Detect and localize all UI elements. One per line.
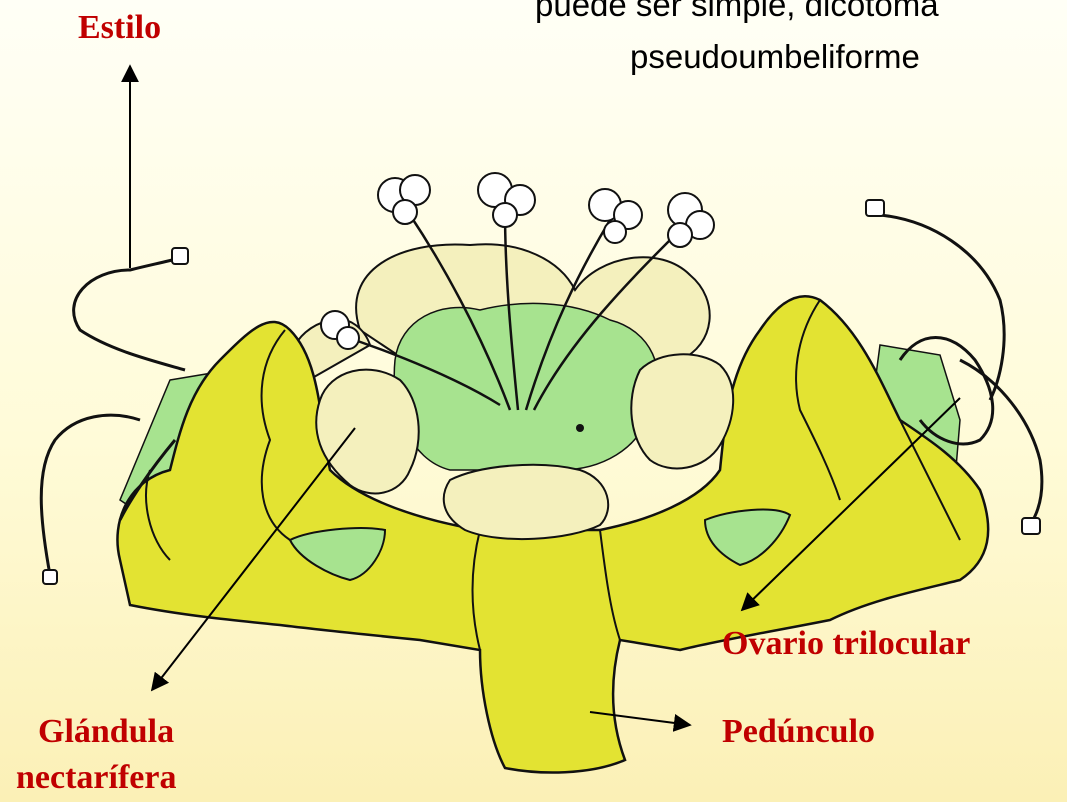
label-pedunculo: Pedúnculo	[722, 712, 875, 752]
label-glandula-line1: Glándula	[38, 712, 174, 752]
label-ovario: Ovario trilocular	[722, 624, 970, 664]
label-glandula-line2: nectarífera	[16, 758, 176, 798]
label-estilo: Estilo	[78, 8, 161, 48]
center-dot	[576, 424, 584, 432]
